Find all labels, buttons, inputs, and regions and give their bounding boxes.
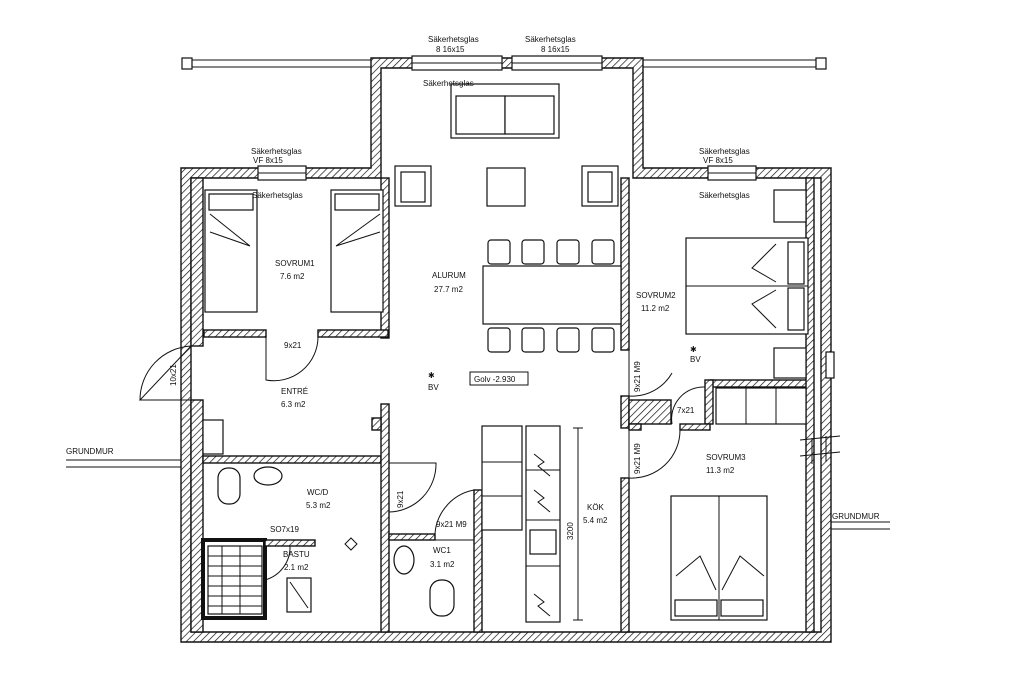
grundmur-left-label: GRUNDMUR <box>66 447 114 456</box>
door-bastu-label: SO7x19 <box>270 525 299 534</box>
sovrum3-bed <box>670 495 768 621</box>
glass-right-inner: Säkerhetsglas <box>699 191 750 200</box>
glass-left: Säkerhetsglas <box>251 147 302 156</box>
door-m9-top-label: 9x21 M9 <box>633 361 642 392</box>
door-outer-label: 10x21 <box>169 364 178 386</box>
room-sovrum3-area: 11.3 m2 <box>706 466 735 475</box>
glass-top-inner: Säkerhetsglas <box>423 79 474 88</box>
room-sovrum2-area: 11.2 m2 <box>641 304 670 313</box>
sovrum1-beds <box>204 189 384 313</box>
kitchen-counter <box>481 425 583 623</box>
door-7x21-label: 7x21 <box>677 406 695 415</box>
bv-marker-symbol-left: ✱ <box>428 371 435 380</box>
room-sovrum1-area: 7.6 m2 <box>280 272 305 281</box>
room-bastu-name: BASTU <box>283 550 310 559</box>
room-entre-area: 6.3 m2 <box>281 400 306 409</box>
glass-top-left-size: 8 16x15 <box>436 45 465 54</box>
labels: Säkerhetsglas 8 16x15 Säkerhetsglas 8 16… <box>66 35 880 572</box>
room-wcd-area: 5.3 m2 <box>306 501 331 510</box>
wc-fixtures <box>202 419 455 617</box>
bastu-sauna <box>201 538 316 620</box>
room-wcd-name: WC/D <box>307 488 329 497</box>
glass-right-size: VF 8x15 <box>703 156 733 165</box>
room-wc1-name: WC1 <box>433 546 451 555</box>
bv-label-right: BV <box>690 355 701 364</box>
golv-label: Golv -2.930 <box>474 375 516 384</box>
golv-box <box>469 371 529 386</box>
interior-walls <box>190 177 815 633</box>
doors <box>138 336 706 581</box>
room-sovrum3-name: SOVRUM3 <box>706 453 746 462</box>
room-alurum-area: 27.7 m2 <box>434 285 463 294</box>
alurum-furniture <box>394 83 622 353</box>
grundmur-lines <box>66 435 890 530</box>
grundmur-right-label: GRUNDMUR <box>832 512 880 521</box>
glass-left-size: VF 8x15 <box>253 156 283 165</box>
room-sovrum2-name: SOVRUM2 <box>636 291 676 300</box>
room-wc1-area: 3.1 m2 <box>430 560 455 569</box>
bv-marker-symbol-right: ✱ <box>690 345 697 354</box>
glass-top-right: Säkerhetsglas <box>525 35 576 44</box>
room-kok-area: 5.4 m2 <box>583 516 608 525</box>
glass-right: Säkerhetsglas <box>699 147 750 156</box>
dim-kok-label: 3200 <box>566 522 575 540</box>
room-alurum-name: ALURUM <box>432 271 466 280</box>
door-wc1-label: 9x21 M9 <box>436 520 467 529</box>
bv-label-left: BV <box>428 383 439 392</box>
windows <box>257 55 835 379</box>
room-entre-name: ENTRÉ <box>281 387 308 396</box>
room-kok-name: KÖK <box>587 503 605 512</box>
glass-left-inner: Säkerhetsglas <box>252 191 303 200</box>
glass-top-left: Säkerhetsglas <box>428 35 479 44</box>
room-bastu-area: 2.1 m2 <box>284 563 309 572</box>
door-entre-label: 9x21 <box>284 341 302 350</box>
door-wc-label: 9x21 <box>396 490 405 508</box>
door-m9-bottom-label: 9x21 M9 <box>633 443 642 474</box>
sovrum2-bed <box>685 189 809 379</box>
sovrum3-wardrobe <box>715 387 807 425</box>
outer-wall <box>180 57 832 643</box>
room-sovrum1-name: SOVRUM1 <box>275 259 315 268</box>
glass-top-right-size: 8 16x15 <box>541 45 570 54</box>
